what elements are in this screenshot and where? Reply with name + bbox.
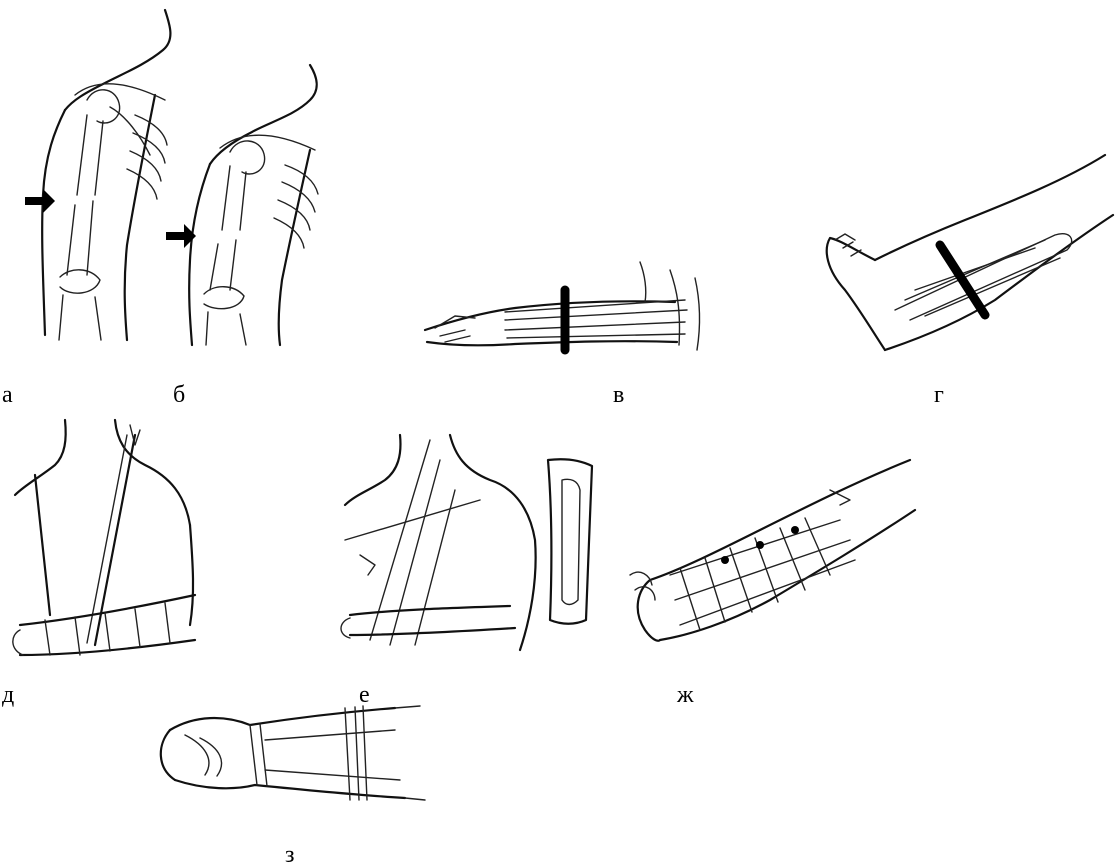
label-v: в: [613, 383, 624, 407]
label-z: з: [285, 843, 294, 867]
figure-b-shoulder-fracture: [160, 60, 335, 350]
figure-a-shoulder-fracture: [15, 5, 175, 350]
label-zh: ж: [677, 683, 694, 707]
figure-zh-bandaged-leg: [620, 450, 920, 650]
label-e: е: [359, 683, 370, 707]
figure-v-forearm-splint: [415, 250, 710, 360]
label-d: д: [2, 683, 14, 707]
figure-d-arm-sling: [5, 415, 205, 665]
label-g: г: [934, 383, 944, 407]
figure-z-forearm-bandage: [145, 690, 430, 820]
figure-e-shoulder-bandage: [330, 430, 615, 660]
figure-g-leg-splint: [815, 140, 1115, 365]
label-a: а: [2, 383, 13, 407]
label-b: б: [173, 383, 185, 407]
